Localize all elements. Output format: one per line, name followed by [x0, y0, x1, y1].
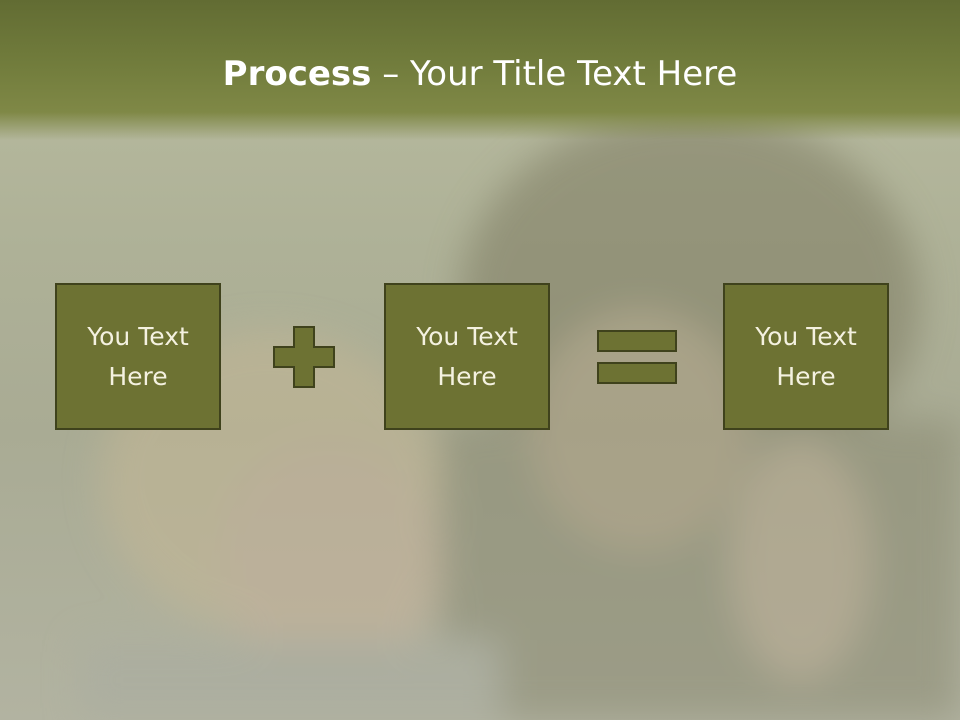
slide-title: Process – Your Title Text Here: [0, 52, 960, 96]
process-box-2[interactable]: You Text Here: [384, 283, 550, 430]
process-box-2-text: You Text Here: [416, 321, 518, 391]
title-rest: Your Title Text Here: [410, 54, 738, 94]
equals-icon: [597, 330, 677, 384]
process-box-1-text: You Text Here: [87, 321, 189, 391]
header-band: [0, 0, 960, 140]
process-box-3[interactable]: You Text Here: [723, 283, 889, 430]
title-bold: Process: [222, 54, 372, 94]
process-box-1[interactable]: You Text Here: [55, 283, 221, 430]
plus-icon: [273, 326, 335, 388]
title-separator: –: [371, 54, 411, 94]
process-box-3-text: You Text Here: [755, 321, 857, 391]
